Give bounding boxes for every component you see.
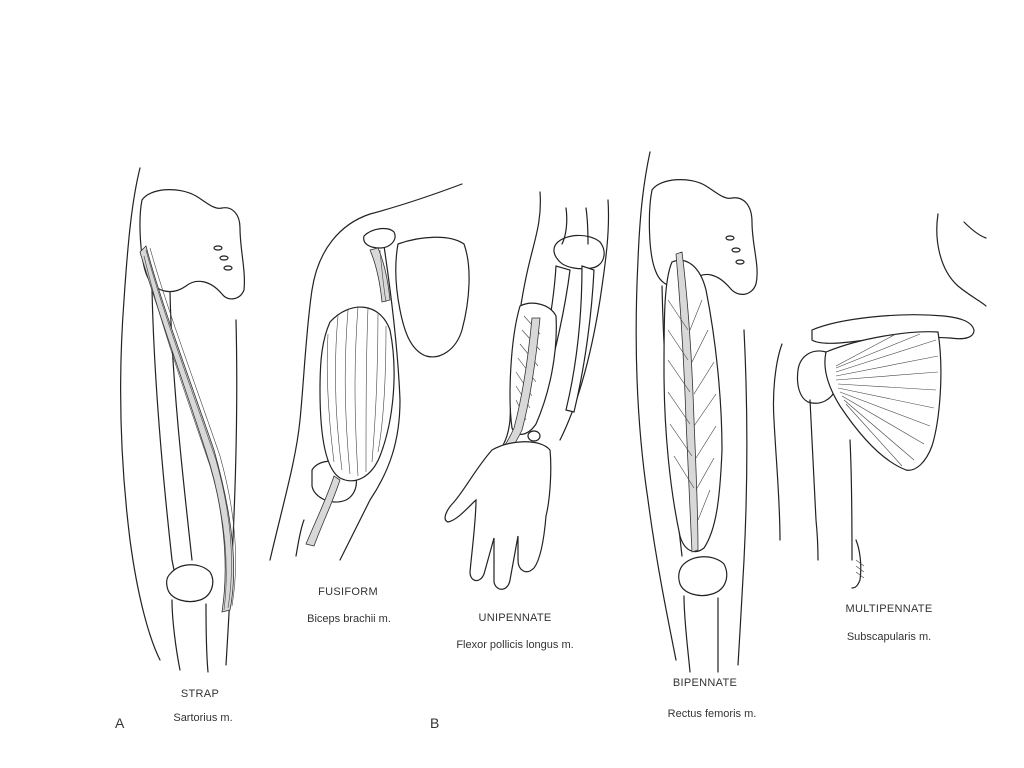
strap-muscle-label: Sartorius m. xyxy=(173,712,233,724)
multipennate-illustration xyxy=(772,213,987,589)
biceps-fibers xyxy=(326,305,387,477)
fusiform-type-label: FUSIFORM xyxy=(318,586,378,598)
unipennate-muscle-label: Flexor pollicis longus m. xyxy=(456,639,574,651)
unipennate-type-label: UNIPENNATE xyxy=(478,612,552,624)
panel-label-b: B xyxy=(430,715,440,731)
bipennate-illustration xyxy=(635,151,758,673)
rectus-femoris-fibers xyxy=(667,299,717,521)
bipennate-muscle-label: Rectus femoris m. xyxy=(667,708,757,720)
subscapularis-fibers xyxy=(835,333,939,467)
strap-illustration xyxy=(120,167,246,673)
bipennate-type-label: BIPENNATE xyxy=(672,677,738,689)
fusiform-illustration xyxy=(269,183,470,561)
fusiform-muscle-label: Biceps brachii m. xyxy=(307,613,391,625)
unipennate-illustration xyxy=(444,191,610,590)
sartorius-fibers xyxy=(143,247,236,611)
multipennate-muscle-label: Subscapularis m. xyxy=(846,631,932,643)
multipennate-type-label: MULTIPENNATE xyxy=(845,603,933,615)
panel-label-a: A xyxy=(115,715,125,731)
strap-type-label: STRAP xyxy=(180,688,220,700)
